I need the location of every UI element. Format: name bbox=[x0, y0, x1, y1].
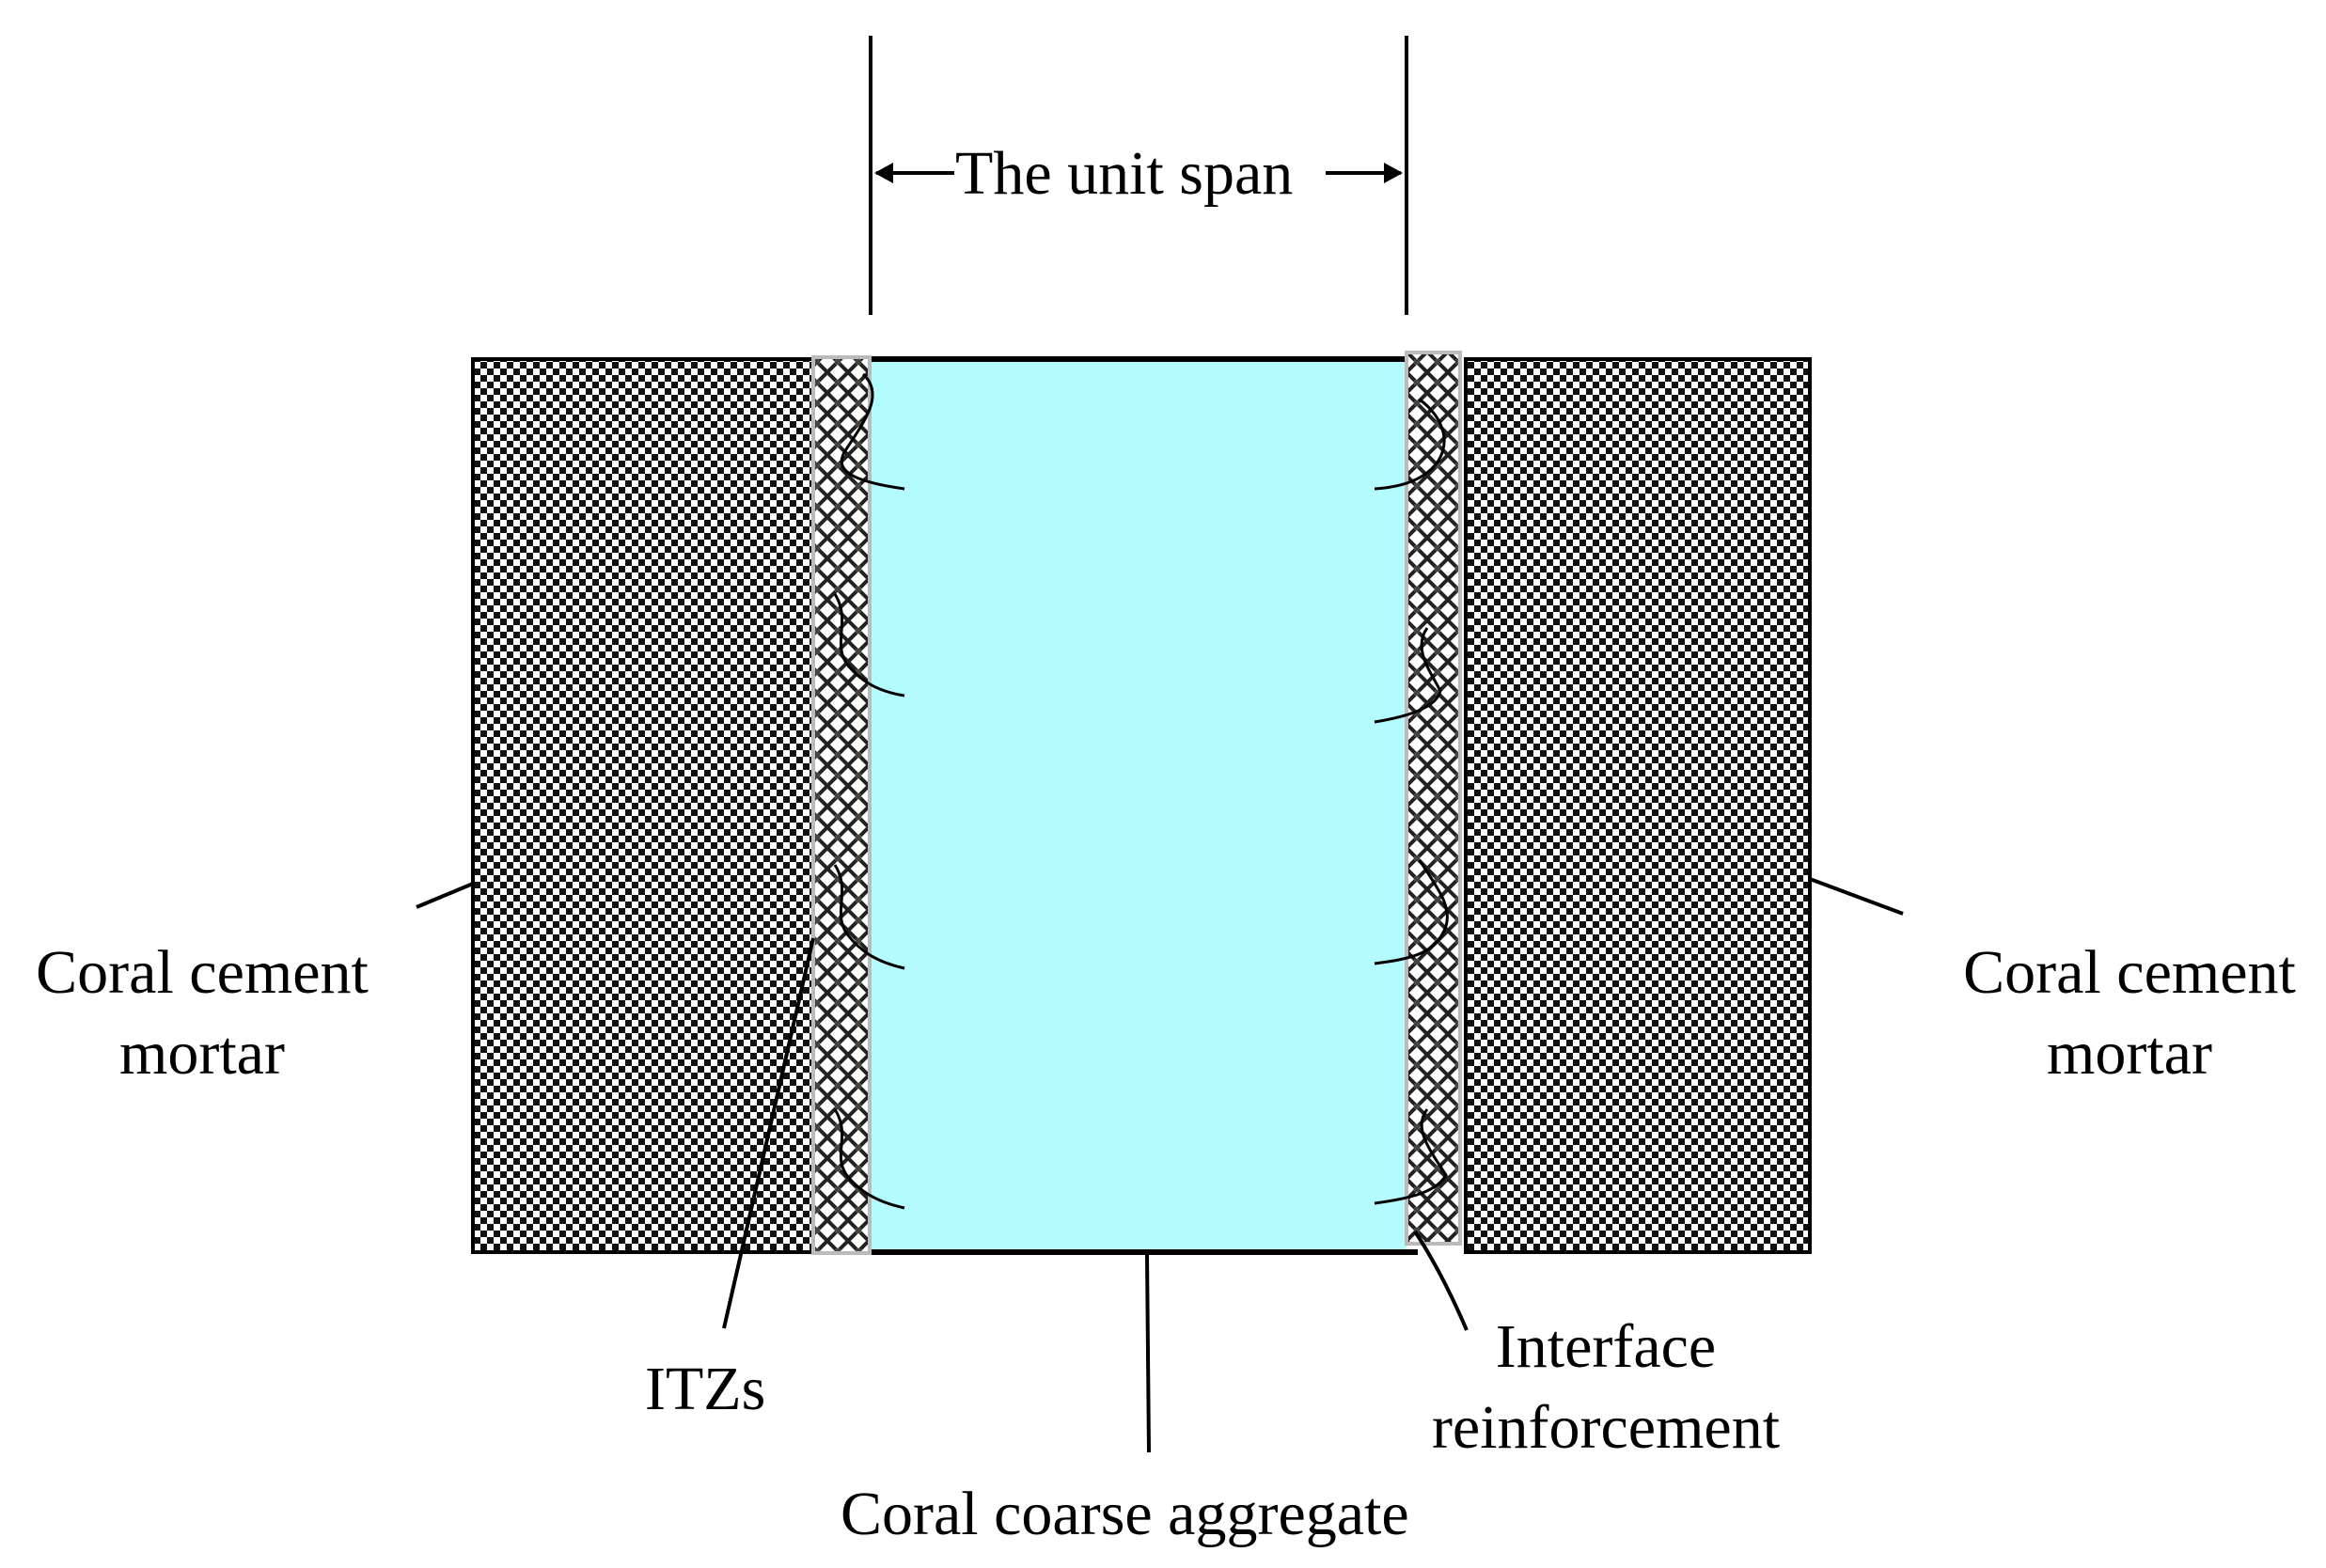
leader-itzs bbox=[722, 937, 815, 1329]
mortar-block-left bbox=[471, 357, 817, 1254]
mortar-block-right bbox=[1464, 357, 1812, 1254]
leader-mortar-right bbox=[1809, 877, 1904, 916]
mortar-right-line2: mortar bbox=[2047, 1019, 2212, 1088]
mortar-right-line1: Coral cement bbox=[1963, 938, 2296, 1007]
leader-interface bbox=[1413, 1230, 1469, 1331]
mortar-left-line1: Coral cement bbox=[36, 938, 369, 1007]
mortar-right-label: Coral cement mortar bbox=[1935, 933, 2324, 1094]
unit-span-label: The unit span bbox=[955, 139, 1294, 208]
interface-fibres-left bbox=[833, 372, 905, 1210]
interface-reinforcement-label: Interface reinforcement bbox=[1418, 1307, 1794, 1468]
aggregate-block bbox=[871, 359, 1407, 1252]
aggregate-label: Coral coarse aggregate bbox=[841, 1480, 1409, 1548]
itz-strip-left bbox=[811, 355, 872, 1255]
interface-fibres-right bbox=[1374, 398, 1449, 1205]
leader-mortar-left bbox=[416, 882, 474, 909]
leader-aggregate bbox=[1145, 1253, 1151, 1453]
left-arrow-icon bbox=[874, 163, 893, 183]
mortar-left-label: Coral cement mortar bbox=[8, 933, 397, 1094]
itz-strip-right bbox=[1405, 351, 1462, 1246]
mortar-left-line2: mortar bbox=[119, 1019, 285, 1088]
interface-line2: reinforcement bbox=[1431, 1393, 1781, 1462]
interface-line1: Interface bbox=[1495, 1312, 1717, 1381]
itzs-label: ITZs bbox=[645, 1355, 766, 1423]
right-arrow-icon bbox=[1384, 163, 1403, 183]
